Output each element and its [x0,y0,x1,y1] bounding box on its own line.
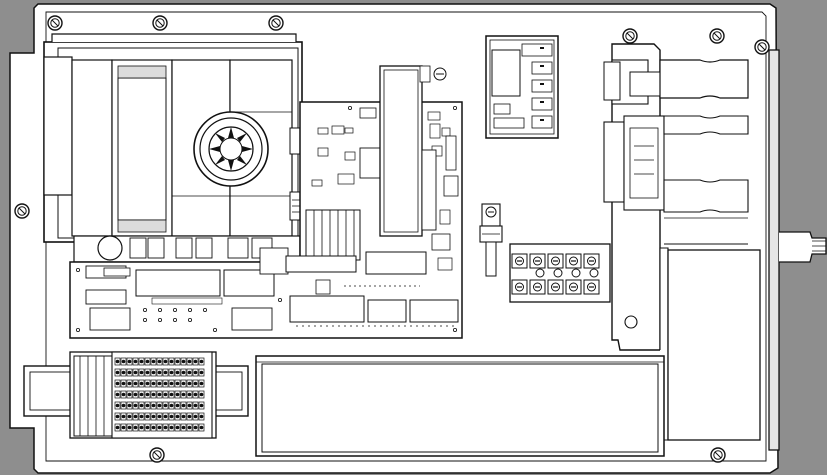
plc-module [485,35,559,139]
side-panel [768,49,827,451]
main-pcb [69,65,463,339]
right-connector-area [603,43,749,441]
io-terminal-block [509,243,611,303]
cable-duct [255,249,761,457]
terminal-screw-grid [114,357,205,432]
fuse-holder [479,203,503,277]
inverter-module [43,33,303,263]
din-rail-terminals [23,351,249,439]
